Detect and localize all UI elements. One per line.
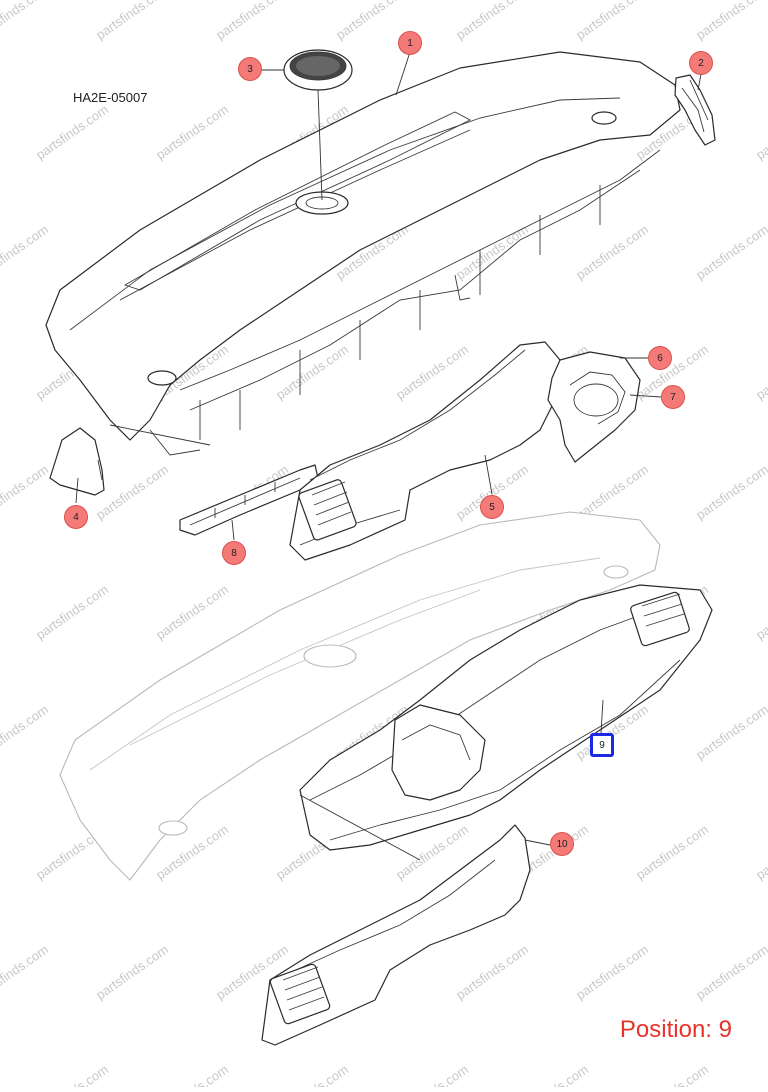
part-4-side-cover — [49, 427, 105, 496]
watermark-text: partsfinds.com — [153, 1062, 231, 1087]
callout-6[interactable]: 6 — [648, 346, 672, 370]
watermark-text: partsfinds.com — [693, 222, 768, 283]
watermark-text: partsfinds.com — [753, 582, 768, 643]
callout-10[interactable]: 10 — [550, 832, 574, 856]
watermark-text: partsfinds.com — [93, 462, 171, 523]
watermark-text: partsfinds.com — [753, 1062, 768, 1087]
watermark-text: partsfinds.com — [0, 942, 51, 1003]
position-label: Position: 9 — [619, 1016, 732, 1043]
watermark-text: partsfinds.com — [693, 942, 768, 1003]
watermark-text: partsfinds.com — [153, 582, 231, 643]
callout-8[interactable]: 8 — [222, 541, 246, 565]
callout-9-selected[interactable]: 9 — [590, 733, 614, 757]
watermark-text: partsfinds.com — [753, 102, 768, 163]
watermark-text: partsfinds.com — [693, 702, 768, 763]
watermark-text: partsfinds.com — [753, 822, 768, 883]
callout-3[interactable]: 3 — [238, 57, 262, 81]
watermark-text: partsfinds.com — [393, 342, 471, 403]
part-10-lower-trim — [261, 824, 531, 1046]
watermark-text: partsfinds.com — [693, 0, 768, 42]
callout-1[interactable]: 1 — [398, 31, 422, 55]
watermark-text: partsfinds.com — [573, 942, 651, 1003]
callout-7[interactable]: 7 — [661, 385, 685, 409]
watermark-text: partsfinds.com — [213, 0, 291, 42]
watermark-text: partsfinds.com — [33, 1062, 111, 1087]
watermark-text: partsfinds.com — [0, 0, 51, 42]
part-1-dashboard-upper — [45, 51, 681, 456]
part-6-7-cluster-bezel — [547, 351, 641, 463]
part-5-lower-trim — [289, 341, 561, 561]
watermark-text: partsfinds.com — [273, 342, 351, 403]
watermark-text: partsfinds.com — [393, 1062, 471, 1087]
part-3-speaker — [283, 49, 353, 201]
watermark-text: partsfinds.com — [453, 0, 531, 42]
watermark-text: partsfinds.com — [453, 942, 531, 1003]
watermark-text: partsfinds.com — [633, 1062, 711, 1087]
callout-2[interactable]: 2 — [689, 51, 713, 75]
watermark-text: partsfinds.com — [153, 102, 231, 163]
watermark-text: partsfinds.com — [93, 0, 171, 42]
callout-4[interactable]: 4 — [64, 505, 88, 529]
watermark-text: partsfinds.com — [573, 0, 651, 42]
part-9-dashboard-lower — [59, 511, 713, 881]
watermark-text: partsfinds.com — [0, 702, 51, 763]
watermark-text: partsfinds.com — [573, 222, 651, 283]
watermark-text: partsfinds.com — [513, 1062, 591, 1087]
watermark-text: partsfinds.com — [0, 222, 51, 283]
watermark-text: partsfinds.com — [693, 462, 768, 523]
watermark-text: partsfinds.com — [753, 342, 768, 403]
diagram-code: HA2E-05007 — [73, 90, 148, 105]
watermark-text: partsfinds.com — [93, 942, 171, 1003]
watermark-text: partsfinds.com — [33, 582, 111, 643]
watermark-text: partsfinds.com — [633, 822, 711, 883]
part-2-bracket — [674, 74, 716, 146]
callout-5[interactable]: 5 — [480, 495, 504, 519]
watermark-text: partsfinds.com — [33, 102, 111, 163]
watermark-text: partsfinds.com — [273, 1062, 351, 1087]
leader-lines — [75, 51, 702, 861]
watermark-text: partsfinds.com — [0, 462, 51, 523]
